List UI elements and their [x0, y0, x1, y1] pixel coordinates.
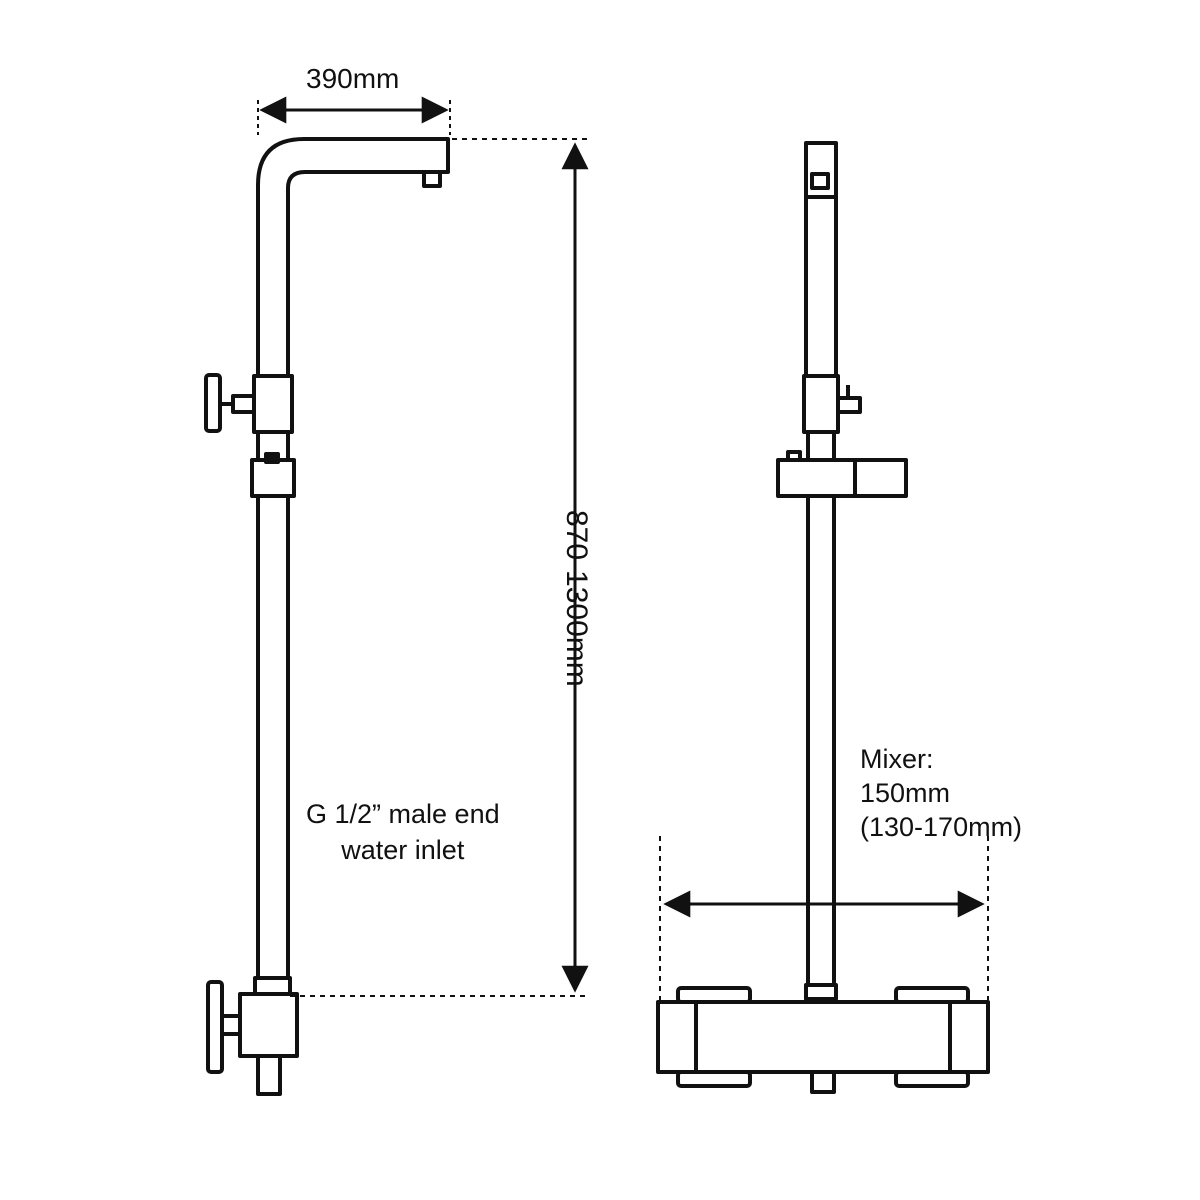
- inlet-label: G 1/2” male end water inlet: [306, 796, 500, 868]
- diverter-knob: [204, 373, 256, 433]
- front-head-nozzle: [810, 172, 830, 190]
- mixer-body: [656, 1000, 990, 1074]
- bottom-connector: [253, 976, 292, 996]
- slider-screw: [786, 450, 802, 462]
- shower-head-nozzle: [422, 170, 442, 188]
- inlet-label-thread: G 1/2” male end: [306, 799, 500, 829]
- front-diverter-lever: [836, 396, 862, 414]
- height-adjust-sleeve: [250, 458, 296, 498]
- mixer-label-size: 150mm: [860, 778, 951, 808]
- slider-holder: [776, 458, 908, 498]
- right-bottom-handle: [894, 1070, 970, 1088]
- front-dimensions: [659, 836, 989, 1000]
- side-view: [204, 137, 450, 1096]
- inlet-label-desc: water inlet: [341, 835, 465, 865]
- front-view: [656, 141, 990, 1094]
- inlet-knob: [206, 980, 242, 1074]
- side-dimensions: [257, 96, 590, 997]
- top-arm-width-label: 390mm: [306, 63, 400, 94]
- riser-height-label: 870-1300mm: [560, 510, 593, 687]
- diverter-block: [252, 374, 294, 434]
- mixer-label-title: Mixer:: [860, 744, 934, 774]
- mixer-label-range: (130-170mm): [860, 812, 1023, 842]
- mixer-label: Mixer: 150mm (130-170mm): [860, 742, 1022, 844]
- inlet-pipe: [256, 1054, 282, 1096]
- left-top-handle: [676, 986, 752, 1004]
- left-bottom-handle: [676, 1070, 752, 1088]
- sleeve-screw: [264, 452, 280, 464]
- right-top-handle: [894, 986, 970, 1004]
- front-connector: [804, 983, 838, 1001]
- mixer-outlet: [810, 1070, 836, 1094]
- front-diverter-block: [802, 374, 840, 434]
- inlet-body: [238, 992, 299, 1058]
- riser-pipe-outline: [256, 137, 450, 978]
